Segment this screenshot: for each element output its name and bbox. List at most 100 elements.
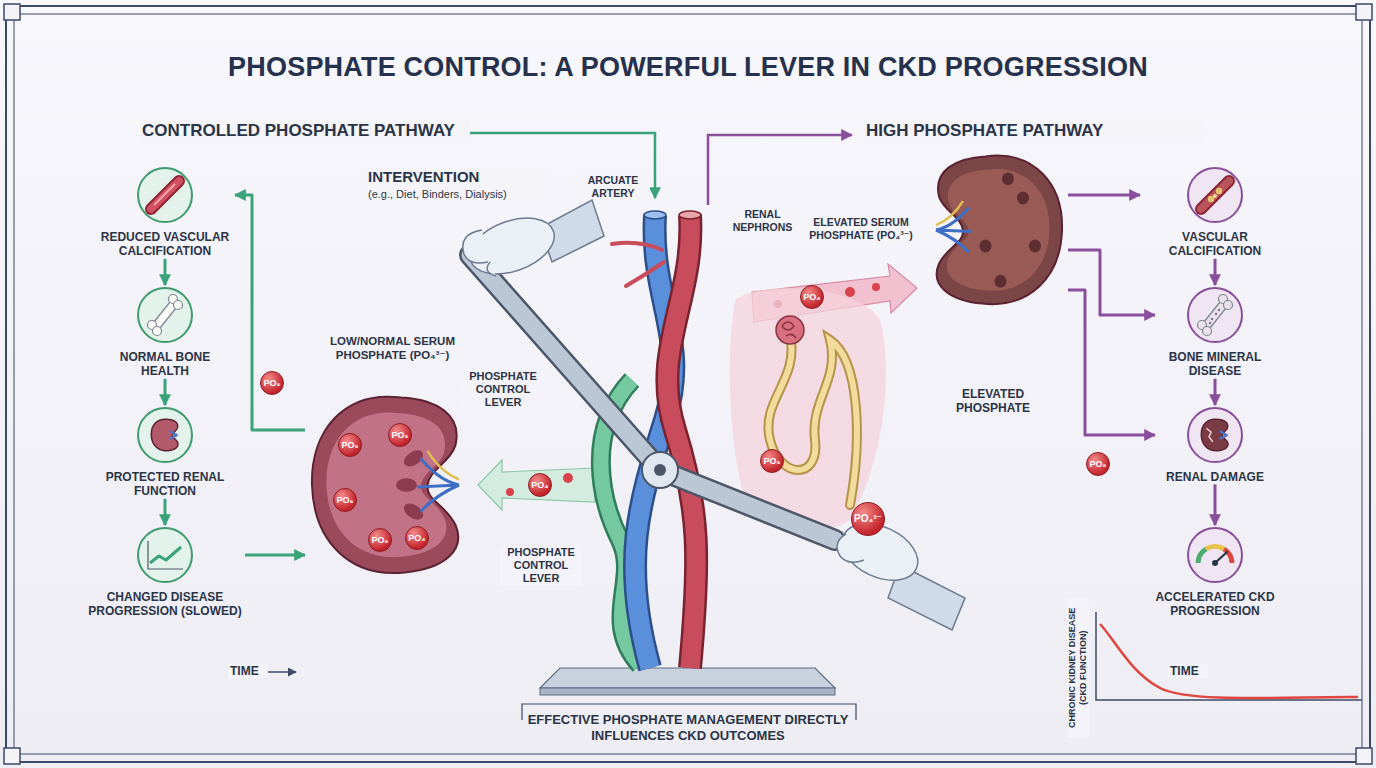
kidney-part — [936, 156, 1062, 304]
phosphate-bubble-label: PO₆ — [338, 433, 362, 457]
flow-arrow — [164, 259, 167, 285]
icon-part — [174, 301, 183, 310]
phosphate-bubble-label: PO₆ — [333, 488, 357, 512]
icon-part — [1216, 188, 1222, 194]
phosphate-bubble-label: PO₄ — [528, 473, 552, 497]
icon-part — [1213, 194, 1217, 198]
icon-part — [1188, 408, 1242, 462]
phosphate-bubble-label: PO₆ — [260, 371, 284, 395]
icon-part — [1215, 313, 1217, 315]
icon-part — [1207, 305, 1223, 325]
phosphate-bubble: PO₆ — [260, 371, 284, 395]
outcome-icon — [135, 165, 195, 225]
outcome-circle: VASCULAR CALCIFICATION — [1140, 165, 1290, 259]
icon-part — [151, 419, 178, 451]
outcome-circle: RENAL DAMAGE — [1155, 405, 1275, 484]
blood-vessel-part — [667, 215, 696, 668]
icon-part — [1212, 560, 1218, 566]
icon-part — [151, 181, 179, 209]
axis-label: CHRONIC KIDNEY DISEASE (CKD FUNCTION) — [1067, 598, 1089, 738]
icon-part — [1198, 546, 1232, 566]
node-label: LOW/NORMAL SERUM PHOSPHATE (PO₄³⁻) — [330, 335, 455, 363]
frame-part — [1356, 4, 1372, 20]
kidney-part — [995, 275, 1007, 288]
lever-part — [654, 464, 666, 476]
icon-part — [157, 305, 173, 325]
icon-part — [157, 305, 173, 325]
flow-arrow — [164, 379, 167, 405]
phosphate-bubble: PO₄³⁻ — [851, 502, 885, 536]
phosphate-flow-arrow-part — [478, 460, 595, 510]
flow-arrow — [245, 554, 305, 557]
icon-part — [1220, 431, 1228, 439]
icon-part — [153, 327, 162, 336]
text-label: ELEVATED SERUM PHOSPHATE (PO₄³⁻) — [805, 216, 917, 241]
flow-arrow — [1068, 290, 1155, 435]
icon-part — [170, 431, 178, 439]
node-label: NORMAL BONE HEALTH — [110, 350, 220, 379]
node-label: BONE MINERAL DISEASE — [1155, 350, 1275, 379]
text-label: INTERVENTION — [366, 168, 546, 186]
icon-part — [1203, 327, 1212, 336]
nephron-part — [782, 322, 796, 338]
phosphate-bubble: PO₄ — [800, 285, 824, 309]
outcome-circle: CHANGED DISEASE PROGRESSION (SLOWED) — [85, 525, 245, 619]
nephron-part — [768, 335, 856, 505]
icon-part — [148, 541, 183, 569]
kidney-shape: ELEVATED PHOSPHATE — [918, 150, 1068, 420]
outcome-circle: PROTECTED RENAL FUNCTION — [95, 405, 235, 499]
phosphate-bubble: PO₄ — [528, 473, 552, 497]
icon-part — [1206, 546, 1224, 549]
outcome-icon — [135, 525, 195, 585]
line-chart — [1096, 612, 1362, 700]
time-arrow — [268, 672, 296, 673]
phosphate-bubble: PO₆ — [1086, 452, 1110, 476]
line-chart-part — [1096, 612, 1362, 700]
text-label: ARCUATE ARTERY — [576, 174, 650, 199]
gloved-hand-part — [463, 230, 496, 276]
outcome-circle: BONE MINERAL DISEASE — [1155, 285, 1275, 379]
icon-part — [1201, 181, 1229, 209]
kidney-part — [1029, 240, 1041, 253]
gloved-hand — [462, 200, 965, 630]
diagram-title: PHOSPHATE CONTROL: A POWERFUL LEVER IN C… — [0, 52, 1376, 83]
kidney-part — [326, 413, 446, 558]
outcome-icon — [135, 285, 195, 345]
outcome-circle: NORMAL BONE HEALTH — [110, 285, 220, 379]
node-label: ACCELERATED CKD PROGRESSION — [1140, 590, 1290, 619]
text-label: (e.g., Diet, Binders, Dialysis) — [366, 188, 546, 201]
icon-part — [1188, 288, 1242, 342]
icon-part — [154, 184, 175, 205]
icon-part — [150, 547, 181, 563]
kidney-shape: LOW/NORMAL SERUM PHOSPHATE (PO₄³⁻) PO₆ PO₆… — [305, 335, 480, 585]
icon-part — [1224, 549, 1232, 563]
nephron-part — [730, 288, 886, 530]
pedestal — [540, 668, 835, 695]
blood-vessel-part — [644, 211, 666, 219]
text-label: PHOSPHATE CONTROL LEVER — [500, 546, 582, 586]
flow-arrow — [1214, 484, 1217, 525]
frame — [4, 4, 1372, 764]
icon-part — [1188, 168, 1242, 222]
time-arrow-part — [268, 671, 296, 673]
icon-part — [1207, 305, 1223, 325]
text-label: RENAL NEPHRONS — [725, 208, 800, 233]
phosphate-bubble-label: PO₄ — [800, 285, 824, 309]
phosphate-bubble-label: PO₆ — [760, 449, 784, 473]
icon-part — [1201, 181, 1229, 209]
phosphate-bubble-label: PO₄ — [405, 526, 429, 550]
icon-part — [138, 168, 192, 222]
text-label: TIME — [1168, 664, 1208, 678]
icon-part — [138, 528, 192, 582]
frame-part — [1356, 748, 1372, 764]
line-chart-part — [1100, 624, 1358, 698]
kidney-drawing — [918, 150, 1068, 310]
frame-part — [4, 4, 20, 20]
nephron — [730, 288, 886, 530]
node-label: VASCULAR CALCIFICATION — [1140, 230, 1290, 259]
icon-part — [138, 288, 192, 342]
kidney-part — [937, 156, 1062, 304]
diagram-caption: EFFECTIVE PHOSPHATE MANAGEMENT DIRECTLY … — [518, 712, 858, 745]
frame-part — [6, 6, 1370, 762]
